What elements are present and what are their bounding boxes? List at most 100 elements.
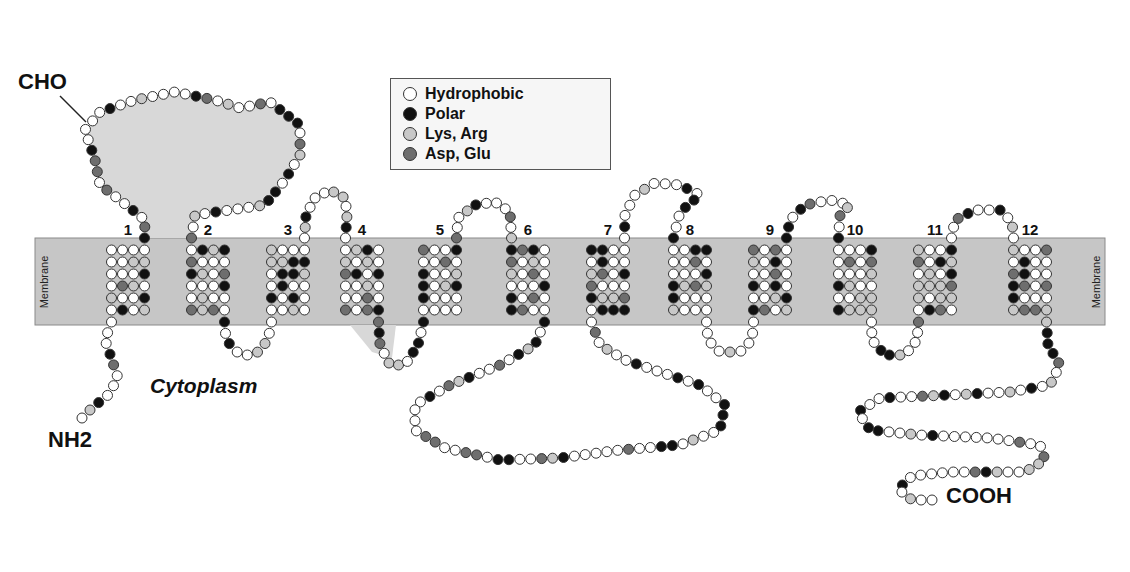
residue-bead	[253, 347, 263, 357]
residue-bead	[529, 269, 539, 279]
residue-bead	[220, 317, 230, 327]
residue-bead	[300, 269, 310, 279]
residue-bead	[523, 344, 533, 354]
residue-bead	[234, 103, 244, 113]
residue-bead	[669, 245, 679, 255]
residue-bead	[669, 305, 679, 315]
residue-bead	[529, 257, 539, 267]
residue-bead	[856, 305, 866, 315]
residue-bead	[760, 257, 770, 267]
residue-bead	[200, 209, 210, 219]
residue-bead	[680, 245, 690, 255]
residue-bead	[504, 355, 514, 365]
residue-bead	[771, 305, 781, 315]
residue-bead	[419, 269, 429, 279]
residue-bead	[749, 305, 759, 315]
residue-bead	[267, 257, 277, 267]
residue-bead	[642, 362, 652, 372]
residue-bead	[518, 269, 528, 279]
residue-bead	[187, 257, 197, 267]
legend-swatch	[403, 147, 417, 161]
residue-bead	[688, 435, 698, 445]
residue-bead	[472, 450, 482, 460]
residue-bead	[202, 93, 212, 103]
residue-bead	[949, 432, 959, 442]
residue-bead	[341, 293, 351, 303]
residue-bead	[352, 293, 362, 303]
residue-bead	[81, 124, 91, 134]
residue-bead	[198, 293, 208, 303]
residue-bead	[221, 328, 231, 338]
residue-bead	[771, 269, 781, 279]
residue-bead	[884, 427, 894, 437]
residue-bead	[430, 245, 440, 255]
residue-bead	[514, 349, 524, 359]
residue-bead	[289, 160, 299, 170]
residue-bead	[242, 350, 252, 360]
residue-bead	[140, 257, 150, 267]
residue-bead	[289, 305, 299, 315]
residue-bead	[90, 156, 100, 166]
residue-bead	[198, 305, 208, 315]
residue-bead	[925, 281, 935, 291]
residue-bead	[782, 245, 792, 255]
residue-bead	[748, 328, 758, 338]
residue-bead	[507, 257, 517, 267]
membrane-band: MembraneMembrane	[35, 238, 1105, 325]
residue-bead	[1051, 367, 1061, 377]
residue-bead	[278, 305, 288, 315]
residue-bead	[209, 281, 219, 291]
residue-bead	[452, 293, 462, 303]
residue-bead	[120, 199, 130, 209]
residue-bead	[896, 392, 906, 402]
residue-bead	[140, 293, 150, 303]
residue-bead	[667, 441, 677, 451]
residue-bead	[749, 317, 759, 327]
residue-bead	[656, 442, 666, 452]
residue-bead	[198, 257, 208, 267]
residue-bead	[845, 245, 855, 255]
residue-bead	[363, 281, 373, 291]
residue-bead	[223, 99, 233, 109]
residue-bead	[452, 233, 462, 243]
residue-bead	[338, 192, 348, 202]
residue-bead	[379, 348, 389, 358]
residue-bead	[341, 257, 351, 267]
residue-bead	[669, 293, 679, 303]
residue-bead	[587, 305, 597, 315]
residue-bead	[434, 386, 444, 396]
residue-bead	[939, 390, 949, 400]
residue-bead	[277, 178, 287, 188]
residue-bead	[352, 269, 362, 279]
residue-bead	[1031, 257, 1041, 267]
residue-bead	[305, 202, 315, 212]
residue-bead	[484, 364, 494, 374]
residue-bead	[419, 305, 429, 315]
residue-bead	[1048, 348, 1058, 358]
residue-bead	[602, 447, 612, 457]
residue-bead	[929, 391, 939, 401]
residue-bead	[352, 245, 362, 255]
residue-bead	[454, 212, 464, 222]
residue-bead	[914, 245, 924, 255]
residue-bead	[374, 317, 384, 327]
residue-bead	[384, 358, 394, 368]
residue-bead	[289, 281, 299, 291]
residue-bead	[907, 392, 917, 402]
residue-bead	[598, 269, 608, 279]
residue-bead	[267, 305, 277, 315]
residue-bead	[492, 198, 502, 208]
residue-bead	[118, 305, 128, 315]
residue-bead	[897, 487, 907, 497]
residue-bead	[103, 328, 113, 338]
residue-bead	[784, 222, 794, 232]
residue-bead	[300, 222, 310, 232]
residue-bead	[363, 245, 373, 255]
residue-bead	[518, 245, 528, 255]
residue-bead	[374, 305, 384, 315]
residue-bead	[278, 245, 288, 255]
residue-bead	[760, 293, 770, 303]
residue-bead	[867, 281, 877, 291]
residue-bead	[760, 245, 770, 255]
residue-bead	[374, 293, 384, 303]
